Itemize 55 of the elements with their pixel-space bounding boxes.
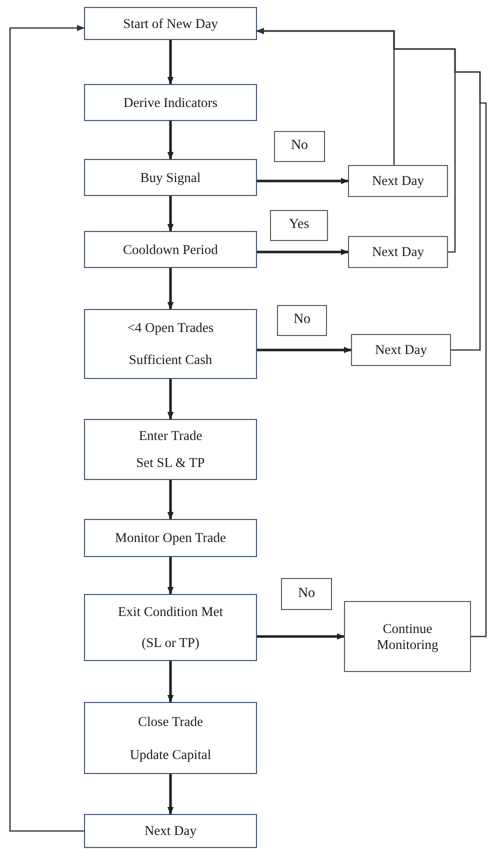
decision-box <box>84 231 257 268</box>
process-box <box>84 419 257 480</box>
arrow <box>167 661 174 703</box>
arrow <box>257 248 349 256</box>
box-text: Cooldown Period <box>123 242 218 258</box>
arrow <box>257 633 345 640</box>
process-box <box>84 702 257 774</box>
arrow <box>257 346 352 354</box>
arrow <box>256 28 487 638</box>
arrow <box>167 557 174 595</box>
box-text: Next Day <box>372 244 424 260</box>
arrow <box>167 121 174 160</box>
arrow <box>167 196 174 232</box>
box-text: Yes <box>288 217 310 234</box>
process-box <box>84 84 257 121</box>
answer-tag <box>274 131 325 162</box>
box-text: Continue Monitoring <box>376 620 440 652</box>
arrow <box>9 24 85 832</box>
box-text: Derive Indicators <box>123 94 218 110</box>
arrow <box>167 268 174 310</box>
box-text: Close Trade <box>138 714 203 730</box>
box-text: Next Day <box>374 342 428 358</box>
answer-tag <box>277 305 327 336</box>
box-text: Set SL & TP <box>136 455 205 471</box>
process-box <box>84 814 257 848</box>
next-day-box <box>348 236 448 268</box>
box-text: Monitor Open Trade <box>115 530 226 546</box>
box-text: No <box>298 586 316 602</box>
process-box <box>84 519 257 557</box>
decision-box <box>84 309 257 379</box>
arrow <box>167 480 174 520</box>
answer-tag <box>281 578 332 610</box>
arrow <box>167 379 174 420</box>
monitoring-box <box>344 601 471 672</box>
next-day-box <box>351 334 451 366</box>
box-text: Start of New Day <box>123 16 218 32</box>
box-text: Exit Condition Met <box>118 604 223 620</box>
arrow <box>257 178 349 184</box>
box-text: Update Capital <box>130 746 212 762</box>
decision-box <box>84 594 257 661</box>
box-text: No <box>293 312 311 329</box>
box-text: Enter Trade <box>138 428 202 444</box>
box-text: Sufficient Cash <box>128 352 212 368</box>
box-text: Next Day <box>372 173 424 189</box>
decision-box <box>84 159 257 196</box>
box-text: Buy Signal <box>140 170 201 186</box>
arrow <box>167 774 174 815</box>
box-text: (SL or TP) <box>142 634 200 650</box>
box-text: <4 Open Trades <box>127 320 214 336</box>
next-day-box <box>348 165 448 197</box>
box-text: No <box>290 138 308 155</box>
process-box <box>84 7 257 40</box>
box-text: Next Day <box>144 823 197 839</box>
answer-tag <box>270 210 328 241</box>
arrow <box>167 40 174 85</box>
